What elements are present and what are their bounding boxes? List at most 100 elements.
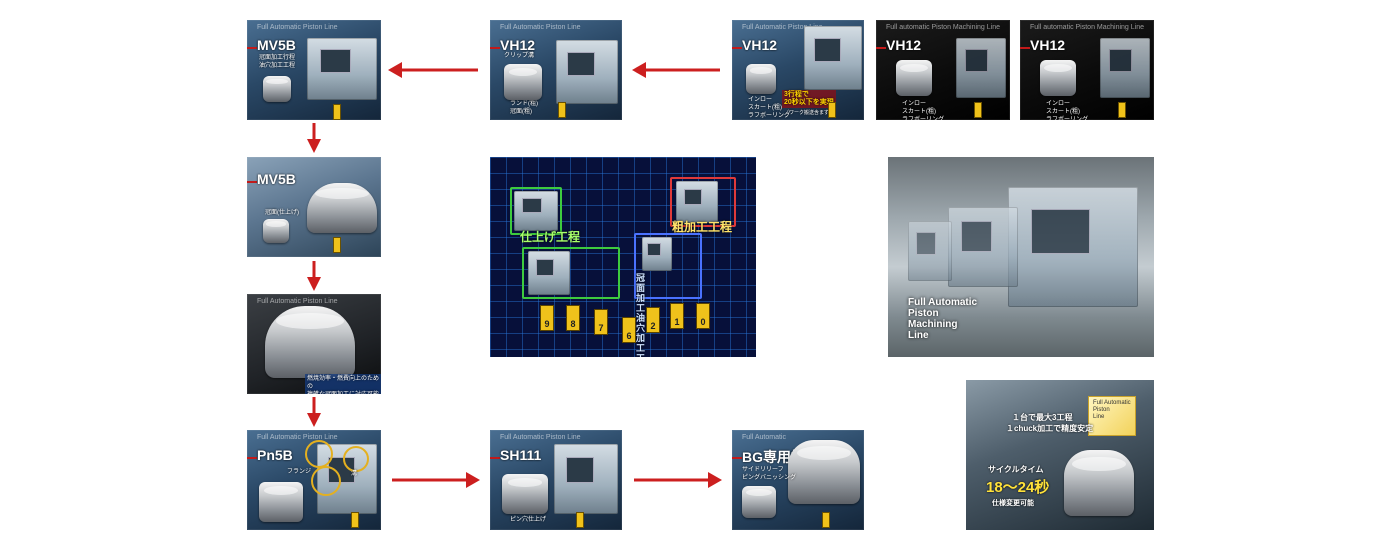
station-tag-7: 7 <box>594 309 608 335</box>
tile-label: VH12 <box>500 37 536 53</box>
cycle-time-value: 18〜24秒 <box>986 479 1050 496</box>
arrow-down-1 <box>307 123 321 153</box>
arrow-down-3 <box>307 397 321 427</box>
factory-caption: Full Automatic Piston Machining Line <box>908 297 978 341</box>
tile-caption: インロー スカート(粗) ラフボーリング <box>748 97 791 119</box>
machine-image <box>514 191 558 231</box>
tile-vh12-b: Full Automatic Piston Line VH12 インロー スカー… <box>732 20 864 120</box>
arrow-down-2 <box>307 261 321 291</box>
piston-image <box>746 64 776 94</box>
station-tag-2: 2 <box>646 307 660 333</box>
machine-image <box>804 26 862 90</box>
piston-image-small <box>742 486 776 518</box>
spec-change-note: 仕様変更可能 <box>992 500 1034 507</box>
piston-image <box>265 306 355 378</box>
tile-bg: Full Automatic BG専用機 サイドリリーフ ピングバニッシング <box>732 430 864 530</box>
station-tag-8: 8 <box>566 305 580 331</box>
station-tag-0: 0 <box>696 303 710 329</box>
tile-accent-line <box>1020 47 1030 49</box>
piston-image-large <box>788 440 860 504</box>
feature-line-2: １chuck加工で精度安定 <box>1006 424 1094 433</box>
piston-image-small <box>263 219 289 243</box>
piston-image <box>504 64 542 100</box>
line-badge-text: Full Automatic Piston Line <box>1093 400 1131 420</box>
tile-header: Full Automatic Piston Line <box>500 434 581 441</box>
process-note-small: （ワーク搬送含まず） <box>784 110 835 116</box>
tile-header: Full automatic Piston Machining Line <box>886 24 1001 31</box>
tile-vh12-a: Full Automatic Piston Line VH12 クリップ溝 ラン… <box>490 20 622 120</box>
station-tag-label: 9 <box>544 319 550 329</box>
yellow-tag <box>1118 102 1126 118</box>
piston-image <box>896 60 932 96</box>
tile-sh111: Full Automatic Piston Line SH111 ピン穴仕上げ <box>490 430 622 530</box>
yellow-tag <box>558 102 566 118</box>
finish-process-label: 仕上げ工程 <box>520 230 581 244</box>
highlight-ring <box>343 446 369 472</box>
tile-pn5b: Full Automatic Piston Line Pn5B フランジ 溝 <box>247 430 381 530</box>
arrow-right-2 <box>634 472 722 488</box>
machine-image <box>676 181 718 223</box>
tile-accent-line <box>247 47 257 49</box>
tile-piston-big: Full Automatic Piston Line 燃焼効率・燃費向上のための… <box>247 294 381 394</box>
tile-label: Pn5B <box>257 447 293 463</box>
tile-label: MV5B <box>257 171 296 187</box>
yellow-tag <box>822 512 830 528</box>
tile-caption-top: クリップ溝 <box>504 53 535 59</box>
piston-image <box>307 183 377 233</box>
process-layout-overview: 仕上げ工程 粗加工工程 冠面加工 油穴加工工程 9 8 7 6 2 1 0 <box>490 157 756 357</box>
rough-process-label: 粗加工工程 <box>672 220 733 234</box>
rough-process-group <box>670 177 736 227</box>
tile-accent-line <box>490 457 500 459</box>
station-tag-label: 8 <box>570 319 576 329</box>
piston-image <box>1040 60 1076 96</box>
tile-header: Full Automatic Piston Line <box>742 24 823 31</box>
machine-image <box>642 237 672 271</box>
tile-header: Full Automatic Piston Line <box>500 24 581 31</box>
tile-accent-line <box>876 47 886 49</box>
factory-machine <box>908 221 952 281</box>
tile-accent-line <box>732 47 742 49</box>
station-tag-label: 7 <box>598 323 604 333</box>
piston-image <box>259 482 303 522</box>
tile-accent-line <box>732 457 742 459</box>
process-note: 3行程で 20秒以下を実現 <box>782 90 836 108</box>
station-tag-1: 1 <box>670 303 684 329</box>
tile-caption: サイドリリーフ ピングバニッシング <box>742 467 797 481</box>
tile-label: SH111 <box>500 447 542 463</box>
tile-header: Full automatic Piston Machining Line <box>1030 24 1145 31</box>
machine-image <box>956 38 1006 98</box>
highlight-ring <box>311 466 341 496</box>
tile-caption-b: 溝 <box>351 471 358 477</box>
tile-header: Full Automatic Piston Line <box>257 434 338 441</box>
finish-process-group <box>510 187 562 235</box>
tile-mv5b-top: Full Automatic Piston Line MV5B 冠面加工行程 油… <box>247 20 381 120</box>
tile-label: VH12 <box>742 37 778 53</box>
finish-process-group-2 <box>522 247 620 299</box>
machine-image <box>556 40 618 104</box>
tile-caption: インロー スカート(粗) ラフボーリング <box>1046 101 1089 120</box>
feature-line-1: １台で最大3工程 <box>1012 413 1073 422</box>
factory-line-photo: Full Automatic Piston Machining Line <box>888 157 1154 357</box>
machine-image <box>554 444 618 514</box>
tile-header: Full Automatic <box>742 434 786 441</box>
station-tag-6: 6 <box>622 317 636 343</box>
yellow-tag <box>828 102 836 118</box>
tile-label: VH12 <box>1030 37 1066 53</box>
station-tag-label: 6 <box>626 331 632 341</box>
tile-caption: 冠面(仕上げ) <box>265 210 299 216</box>
arrow-left-1 <box>388 62 478 78</box>
tile-caption: 冠面加工行程 油穴加工工程 <box>259 55 296 69</box>
arrow-left-2 <box>632 62 720 78</box>
tile-caption: インロー スカート(粗) ラフボーリング <box>902 101 945 120</box>
highlight-ring <box>305 440 333 468</box>
piston-image <box>263 76 291 102</box>
tile-caption: ピン穴仕上げ <box>510 517 547 523</box>
crown-process-label: 冠面加工 油穴加工工程 <box>636 273 646 357</box>
arrow-right-1 <box>392 472 480 488</box>
machine-image <box>528 251 570 295</box>
station-tag-label: 0 <box>700 317 706 327</box>
yellow-tag <box>333 104 341 120</box>
tile-vh12-d: Full automatic Piston Machining Line VH1… <box>1020 20 1154 120</box>
yellow-tag <box>333 237 341 253</box>
station-tag-9: 9 <box>540 305 554 331</box>
